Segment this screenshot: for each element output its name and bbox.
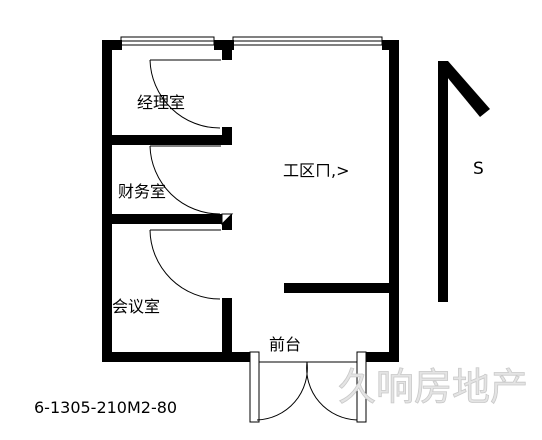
outer-wall-right [389, 40, 399, 362]
room-label-front-desk: 前台 [269, 335, 301, 354]
windows [120, 36, 383, 46]
outer-wall-bottom-left [102, 352, 250, 362]
compass-arrow [438, 61, 490, 302]
wall-finance-meeting [102, 214, 222, 224]
door-arc-manager-office [149, 59, 221, 129]
plan-code: 6-1305-210M2-80 [34, 398, 177, 417]
outer-wall-left [102, 40, 112, 362]
room-label-work-area: 工区ㄇ,> [283, 161, 350, 180]
door-swings [149, 59, 221, 300]
wall-manager-finance [102, 135, 232, 145]
partition-finance-stub [222, 214, 232, 230]
corner-mark [221, 213, 234, 226]
wall-workarea-stub [284, 283, 394, 293]
watermark-text: 久响房地产 [338, 365, 528, 409]
partition-upper [222, 40, 232, 60]
entrance-double-door [249, 351, 367, 423]
room-label-finance-office: 财务室 [118, 182, 166, 201]
partition-meeting-lower [222, 298, 232, 358]
door-arc-finance-office [149, 145, 221, 215]
outer-wall-bottom-right [366, 352, 399, 362]
walls [102, 40, 399, 362]
outer-wall-top-left-stub [102, 40, 122, 50]
room-label-manager-office: 经理室 [137, 93, 185, 112]
room-label-meeting-room: 会议室 [112, 297, 160, 316]
compass-direction-label: S [473, 159, 484, 179]
door-arc-meeting-room [149, 229, 221, 300]
